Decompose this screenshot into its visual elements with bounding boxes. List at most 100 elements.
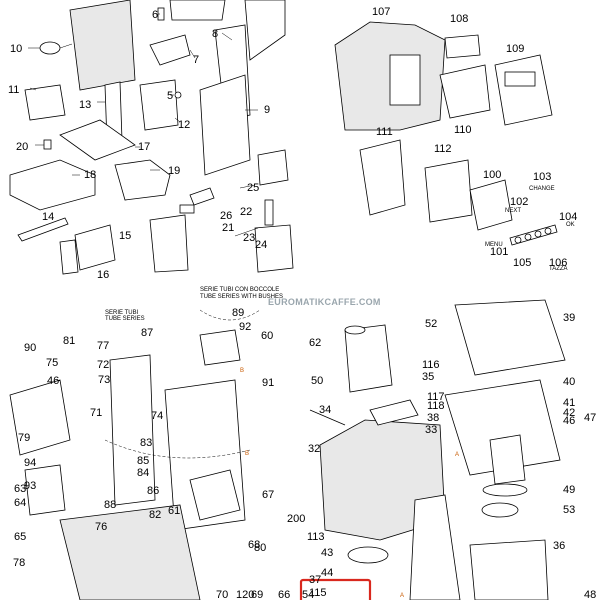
part-label-113: 113 [307, 531, 325, 543]
part-label-90: 90 [24, 342, 36, 354]
part-label-64: 64 [14, 497, 26, 509]
part-label-94: 94 [24, 457, 36, 469]
part-label-66: 66 [278, 589, 290, 600]
display-screen [504, 71, 536, 87]
part-label-41: 41 [563, 397, 575, 409]
note-tube-series: TUBE SERIES [105, 316, 145, 322]
part-label-16: 16 [97, 269, 109, 281]
part-label-89: 89 [232, 307, 244, 319]
pump-79-part [9, 379, 71, 456]
part-label-14: 14 [42, 211, 54, 223]
part-label-116: 116 [422, 359, 440, 371]
cover-201-part [469, 539, 549, 600]
part-label-87: 87 [141, 327, 153, 339]
knob-34-part [344, 325, 366, 335]
part-label-86: 86 [147, 485, 159, 497]
part-label-10: 10 [10, 43, 22, 55]
keyboard-100-part [469, 179, 513, 231]
part-label-73: 73 [98, 374, 110, 386]
part-label-200: 200 [287, 513, 305, 525]
part-label-40: 40 [563, 376, 575, 388]
part-label-43: 43 [321, 547, 333, 559]
part-label-100: 100 [483, 169, 501, 181]
part-label-103: 103 [533, 171, 551, 183]
cup-grid-part [59, 119, 136, 161]
cup-tray-part [169, 0, 226, 21]
grinder-33-part [344, 324, 393, 393]
pump-64-part [24, 464, 66, 516]
part-label-109: 109 [506, 43, 524, 55]
part-label-17: 17 [138, 141, 150, 153]
part-label-35: 35 [422, 371, 434, 383]
leader-lines-top-left [28, 13, 259, 237]
belt-200-part [309, 409, 346, 426]
part-label-13: 13 [79, 99, 91, 111]
part-label-18: 18 [84, 169, 96, 181]
part-label-88: 88 [104, 499, 116, 511]
part-label-8: 8 [212, 28, 218, 40]
part-label-22: 22 [240, 206, 252, 218]
part-label-104: 104 [559, 211, 577, 223]
strip-14-part [17, 217, 69, 242]
part-label-72: 72 [97, 359, 109, 371]
note-serie-tubi: SERIE TUBI [105, 310, 139, 316]
panel-16-part [59, 239, 79, 275]
annotation-notes: SERIE TUBI CON BOCCOLE TUBE SERIES WITH … [105, 186, 575, 599]
part-label-69: 69 [251, 589, 263, 600]
part-label-101: 101 [490, 246, 508, 258]
flowmeter-92-part [199, 329, 241, 366]
part-label-106: 106 [549, 257, 567, 269]
part-label-107: 107 [372, 6, 390, 18]
part-label-82: 82 [149, 509, 161, 521]
part-label-19: 19 [168, 165, 180, 177]
part-label-76: 76 [95, 521, 107, 533]
part-label-91: 91 [262, 377, 274, 389]
part-label-74: 74 [151, 410, 163, 422]
part-label-60: 60 [261, 330, 273, 342]
part-label-32: 32 [308, 443, 320, 455]
part-label-42: 42 [563, 407, 575, 419]
caption-tazza: TAZZA [549, 266, 568, 272]
caption-next: NEXT [505, 208, 521, 214]
part-label-83: 83 [140, 437, 152, 449]
grinder-body-38-part [454, 299, 566, 376]
button-101 [514, 236, 522, 244]
spout-12-part [139, 79, 179, 131]
board-112-part [424, 159, 473, 223]
caption-ok: OK [566, 222, 575, 228]
milk-jug-part [149, 214, 189, 273]
front-cover-window [389, 54, 421, 106]
part-label-67: 67 [262, 489, 274, 501]
part-label-23: 23 [243, 232, 255, 244]
part-label-118: 118 [427, 400, 445, 412]
part-label-54: 54 [302, 589, 314, 600]
part-label-9: 9 [264, 104, 270, 116]
part-label-6: 6 [152, 9, 158, 21]
part-label-33: 33 [425, 424, 437, 436]
letter-a-2: A [400, 593, 404, 599]
container-24-part [254, 224, 294, 273]
part-label-25: 25 [247, 182, 259, 194]
part-label-80: 80 [254, 542, 266, 554]
measuring-scoop-part [39, 41, 61, 55]
box-25-part [257, 149, 289, 186]
part-label-71: 71 [90, 407, 102, 419]
top-cover-part [69, 0, 136, 91]
highlight-box [299, 578, 372, 600]
note-serie-tubi-boccole: SERIE TUBI CON BOCCOLE [200, 287, 279, 293]
letter-b-2: B [245, 451, 249, 457]
part-label-65: 65 [14, 531, 26, 543]
ring-36-part [482, 483, 528, 497]
note-tube-series-bushes: TUBE SERIES WITH BUSHES [200, 294, 283, 300]
part-label-49: 49 [563, 484, 575, 496]
rear-panel-part [244, 0, 286, 61]
part-label-63: 63 [14, 483, 26, 495]
nozzle-23-part [264, 199, 274, 226]
part-label-112: 112 [434, 143, 452, 155]
watermark-text: EUROMATIKCAFFE.COM [268, 297, 381, 307]
water-tank-base-part [59, 504, 201, 600]
part-label-120: 120 [236, 589, 254, 600]
part-label-44: 44 [321, 567, 333, 579]
part-label-78: 78 [13, 557, 25, 569]
